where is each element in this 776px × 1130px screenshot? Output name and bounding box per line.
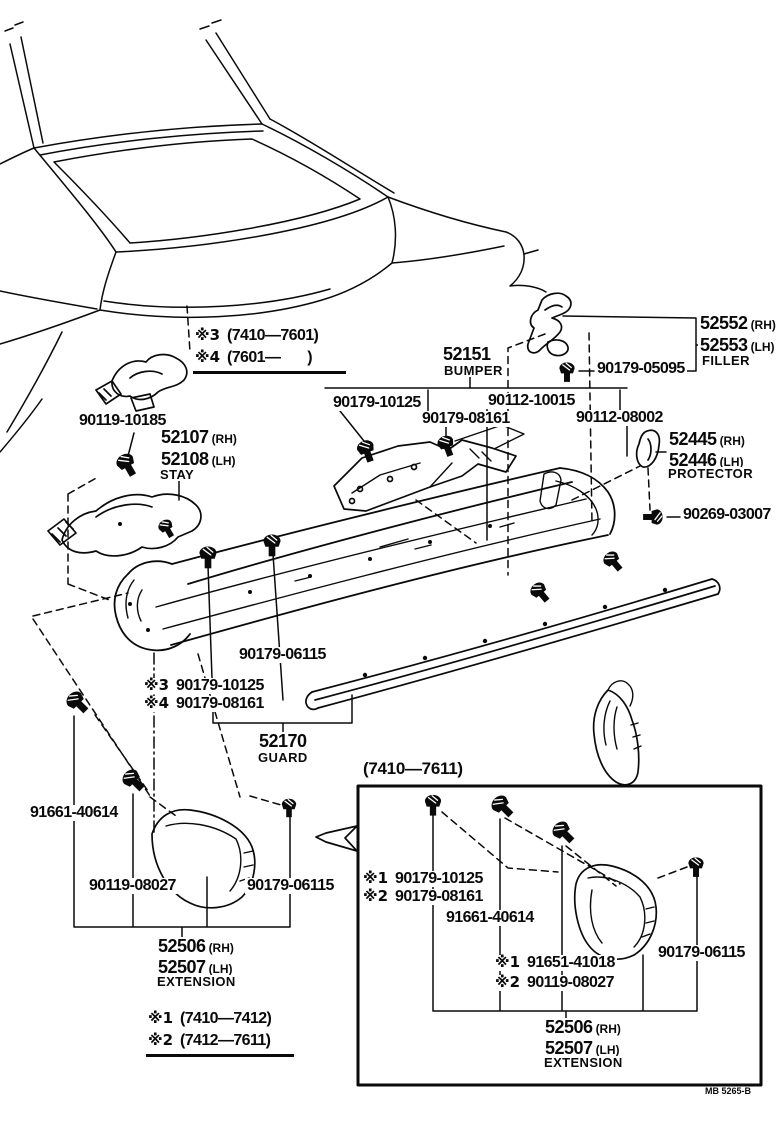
corner-cap-art	[594, 681, 641, 785]
extension-left-art	[152, 810, 255, 908]
callout-52553: 52553(LH)	[698, 335, 776, 355]
note-underline	[146, 1054, 294, 1057]
note-row-2-range: ※2(7412—7611)	[146, 1031, 273, 1049]
ref-mark-icon: ※1	[495, 953, 521, 971]
part-number-91661-40614: 91661-40614	[28, 804, 120, 821]
callout-52107: 52107(RH)	[159, 427, 239, 447]
part-number-90179-06115: 90179-06115	[237, 646, 328, 663]
ref-mark-icon: ※2	[363, 887, 389, 905]
inset-arrow-icon	[316, 826, 357, 851]
stay-part-art	[48, 494, 201, 556]
part-number-90119-08027: 90119-08027	[87, 877, 178, 894]
ref-mark-icon: ※2	[495, 973, 521, 991]
label-guard: GUARD	[256, 750, 310, 765]
inset-title-range: (7410—7611)	[361, 759, 465, 778]
part-number-90269-03007: 90269-03007	[681, 506, 773, 523]
callout-52507: 52507(LH)	[543, 1038, 622, 1058]
callout-52507: 52507(LH)	[156, 957, 235, 977]
callout-52506: 52506(RH)	[543, 1017, 623, 1037]
callout-52506: 52506(RH)	[156, 936, 236, 956]
doc-code: MB 5265-B	[705, 1086, 752, 1096]
note-row-3-range: ※3(7410—7601)	[193, 326, 321, 344]
label-extension: EXTENSION	[542, 1055, 625, 1070]
callout-52445: 52445(RH)	[667, 429, 747, 449]
part-number-90179-08161: 90179-08161	[420, 410, 512, 427]
note-row-4-range: ※4(7601— )	[193, 348, 314, 366]
extension-inset-art	[575, 865, 657, 959]
part-number-90179-06115: 90179-06115	[245, 877, 336, 894]
callout-52170: 52170	[257, 731, 309, 751]
assembly-dashed-lines	[33, 306, 687, 886]
label-bumper: BUMPER	[442, 363, 505, 378]
part-number-90112-10015: 90112-10015	[486, 392, 577, 409]
part-number-90119-10185: 90119-10185	[77, 412, 168, 429]
label-protector: PROTECTOR	[666, 466, 755, 481]
bumper-bar-art	[115, 468, 615, 650]
callout-52151: 52151	[441, 344, 493, 364]
note-underline	[193, 371, 346, 374]
ref-mark-icon: ※3	[144, 676, 170, 694]
callout-52108: 52108(LH)	[159, 449, 238, 469]
callout-52446: 52446(LH)	[667, 450, 746, 470]
ref-mark-icon: ※1	[363, 869, 389, 887]
stay-note-part-art	[96, 355, 187, 411]
guard-strip-art	[306, 579, 720, 709]
label-filler: FILLER	[700, 353, 752, 368]
car-body-art	[0, 20, 546, 452]
ref-mark-icon: ※1	[148, 1009, 174, 1027]
inset-box	[316, 786, 761, 1085]
part-number-90179-05095: 90179-05095	[595, 360, 687, 377]
ref-mark-icon: ※4	[144, 694, 170, 712]
protector-part-art	[637, 430, 660, 467]
filler-part-art	[528, 293, 571, 355]
ref-mark-icon: ※2	[148, 1031, 174, 1049]
part-number-90112-08002: 90112-08002	[574, 409, 665, 426]
label-stay: STAY	[158, 467, 197, 482]
part-number-91661-40614: 91661-40614	[444, 909, 536, 926]
ref-mark-icon: ※4	[195, 348, 221, 366]
part-number-90179-10125: 90179-10125	[331, 394, 423, 411]
bumper-bracket-art	[334, 425, 524, 511]
callout-52552: 52552(RH)	[698, 313, 776, 333]
label-extension: EXTENSION	[155, 974, 238, 989]
part-number-90179-06115: 90179-06115	[656, 944, 747, 961]
ref-mark-icon: ※3	[195, 326, 221, 344]
note-row-1-range: ※1(7410—7412)	[146, 1009, 274, 1027]
